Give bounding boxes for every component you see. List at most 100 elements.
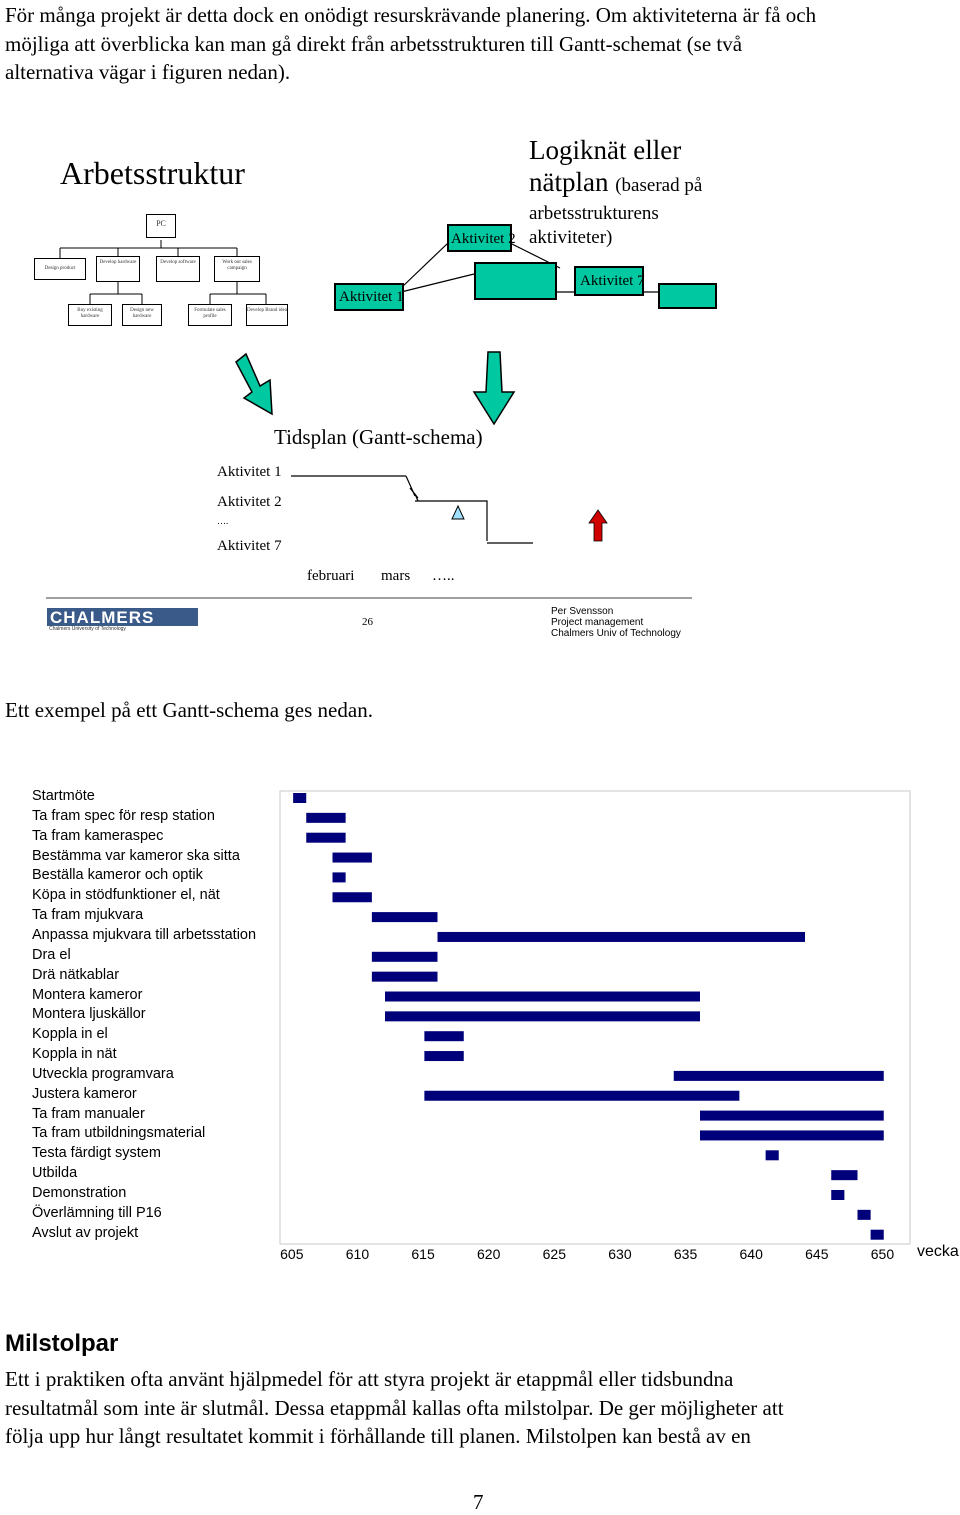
wbs-node: Develop software — [156, 256, 200, 282]
task-label: Köpa in stödfunktioner el, nät — [32, 887, 220, 904]
activity-node: Aktivitet 7 — [574, 266, 645, 296]
logo-subtext: Chalmers University of Technology — [49, 626, 126, 632]
gantt-bar — [371, 912, 438, 923]
section-heading: Milstolpar — [5, 1330, 119, 1357]
gantt-bar — [437, 931, 805, 942]
gantt-bar — [700, 1110, 884, 1121]
gantt-bar — [673, 1070, 884, 1081]
month-label: mars — [381, 568, 411, 584]
net-title-line: Logiknät eller — [529, 135, 682, 165]
task-label: Överlämning till P16 — [32, 1204, 162, 1221]
task-label: Bestämma var kameror ska sitta — [32, 847, 240, 864]
gantt-bar — [371, 951, 438, 962]
net-subtitle-line: aktiviteter) — [529, 227, 613, 248]
task-label: Koppla in nät — [32, 1046, 117, 1063]
wbs-node: Develop hardware — [96, 256, 140, 282]
activity-node: Aktivitet 1 — [334, 283, 404, 311]
gantt-bar — [385, 991, 700, 1002]
x-tick-label: 635 — [673, 1246, 698, 1262]
wbs-node: Formulate sales profile — [188, 304, 232, 326]
gantt-bar — [332, 852, 372, 863]
gantt-bar — [831, 1170, 858, 1181]
task-label: Demonstration — [32, 1185, 127, 1201]
task-label: Avslut av projekt — [32, 1224, 139, 1241]
activity-label: Aktivitet 7 — [580, 273, 645, 289]
task-label: Ta fram kameraspec — [32, 827, 164, 844]
task-label: Koppla in el — [32, 1026, 108, 1043]
plot-frame — [279, 790, 911, 1245]
task-label: Montera kameror — [32, 986, 143, 1003]
gantt-bar — [831, 1190, 845, 1200]
task-label: Ta fram manualer — [32, 1105, 145, 1122]
middle-text: Ett exempel på ett Gantt-schema ges neda… — [5, 698, 373, 722]
intro-paragraph: För många projekt är detta dock en onödi… — [5, 1, 960, 87]
wbs-node: Work out sales campaign — [214, 256, 260, 282]
net-title: Logiknät eller nätplan (baserad på — [529, 134, 702, 202]
task-label: Ta fram utbildningsmaterial — [32, 1125, 206, 1142]
gantt-plot — [279, 790, 911, 1245]
net-subtitle-line: arbetsstrukturens — [529, 203, 659, 224]
section-line: Ett i praktiken ofta använt hjälpmedel f… — [5, 1367, 734, 1391]
task-label: Utveckla programvara — [32, 1065, 174, 1082]
x-tick-label: 625 — [542, 1246, 566, 1262]
gantt-bar — [293, 793, 307, 803]
x-tick-label: 640 — [739, 1246, 763, 1262]
gantt-bar — [306, 812, 346, 823]
arrow-down-right — [235, 352, 273, 416]
gantt-bar — [857, 1209, 871, 1220]
section-line: resultatmål som inte är slutmål. Dessa e… — [5, 1395, 784, 1420]
slide-page-number: 26 — [362, 616, 373, 628]
wbs-node: Develop Brand idea — [246, 304, 288, 326]
x-tick-label: 610 — [345, 1246, 370, 1262]
x-tick-label: 605 — [280, 1246, 304, 1262]
task-label: Ta fram spec för resp station — [32, 807, 215, 824]
author-line: Per Svensson — [551, 606, 614, 617]
gantt-slide-title: Tidsplan (Gantt-schema) — [274, 425, 483, 449]
gantt-slide-row: Aktivitet 1 — [217, 464, 282, 480]
task-label: Justera kameror — [32, 1085, 137, 1102]
activity-node — [474, 262, 557, 300]
x-tick-label: 630 — [608, 1246, 632, 1262]
task-label: Testa färdigt system — [32, 1145, 161, 1162]
activity-label: Aktivitet 1 — [339, 289, 404, 305]
milestone-red-arrow — [588, 509, 608, 542]
gantt-bar — [424, 1090, 740, 1101]
month-label: februari — [307, 568, 355, 584]
intro-line: alternativa vägar i figuren nedan). — [5, 60, 291, 84]
gantt-bar — [371, 971, 438, 982]
task-label: Utbilda — [32, 1165, 78, 1182]
author-line: Project management — [551, 617, 644, 628]
gantt-bar — [424, 1031, 464, 1042]
task-label: Startmöte — [32, 788, 95, 804]
wbs-node: Design product — [34, 258, 86, 280]
x-axis-label: vecka — [917, 1243, 959, 1260]
wbs-node: Buy existing hardware — [68, 304, 112, 326]
task-label: Dra el — [32, 946, 71, 963]
x-tick-label: 620 — [477, 1246, 501, 1262]
intro-line: För många projekt är detta dock en onödi… — [5, 3, 817, 27]
task-label: Anpassa mjukvara till arbetsstation — [32, 926, 257, 943]
task-label: Ta fram mjukvara — [32, 907, 144, 924]
task-label: Montera ljuskällor — [32, 1006, 146, 1023]
page-number: 7 — [473, 1490, 484, 1514]
arrow-down-left — [472, 351, 516, 426]
gantt-bar — [385, 1011, 700, 1022]
gantt-bar — [332, 872, 346, 883]
author-line: Chalmers Univ of Technology — [551, 628, 681, 639]
task-label: Drä nätkablar — [32, 966, 120, 983]
section-paragraph: Ett i praktiken ofta använt hjälpmedel f… — [5, 1365, 960, 1451]
activity-node — [658, 283, 717, 309]
month-label: ….. — [432, 568, 455, 584]
slide-lines — [46, 240, 692, 599]
x-tick-label: 650 — [870, 1246, 895, 1262]
slide-author: Per Svensson Project management Chalmers… — [551, 606, 681, 639]
gantt-bar — [424, 1051, 464, 1062]
gantt-bar — [765, 1150, 779, 1161]
gantt-bar — [870, 1229, 884, 1240]
net-title-note: (baserad på — [615, 175, 703, 196]
task-label: Beställa kameror och optik — [32, 867, 203, 884]
net-title-word: nätplan — [529, 167, 609, 197]
x-tick-label: 645 — [805, 1246, 829, 1262]
net-title-line: nätplan (baserad på — [529, 166, 702, 202]
gantt-bar — [306, 832, 346, 843]
